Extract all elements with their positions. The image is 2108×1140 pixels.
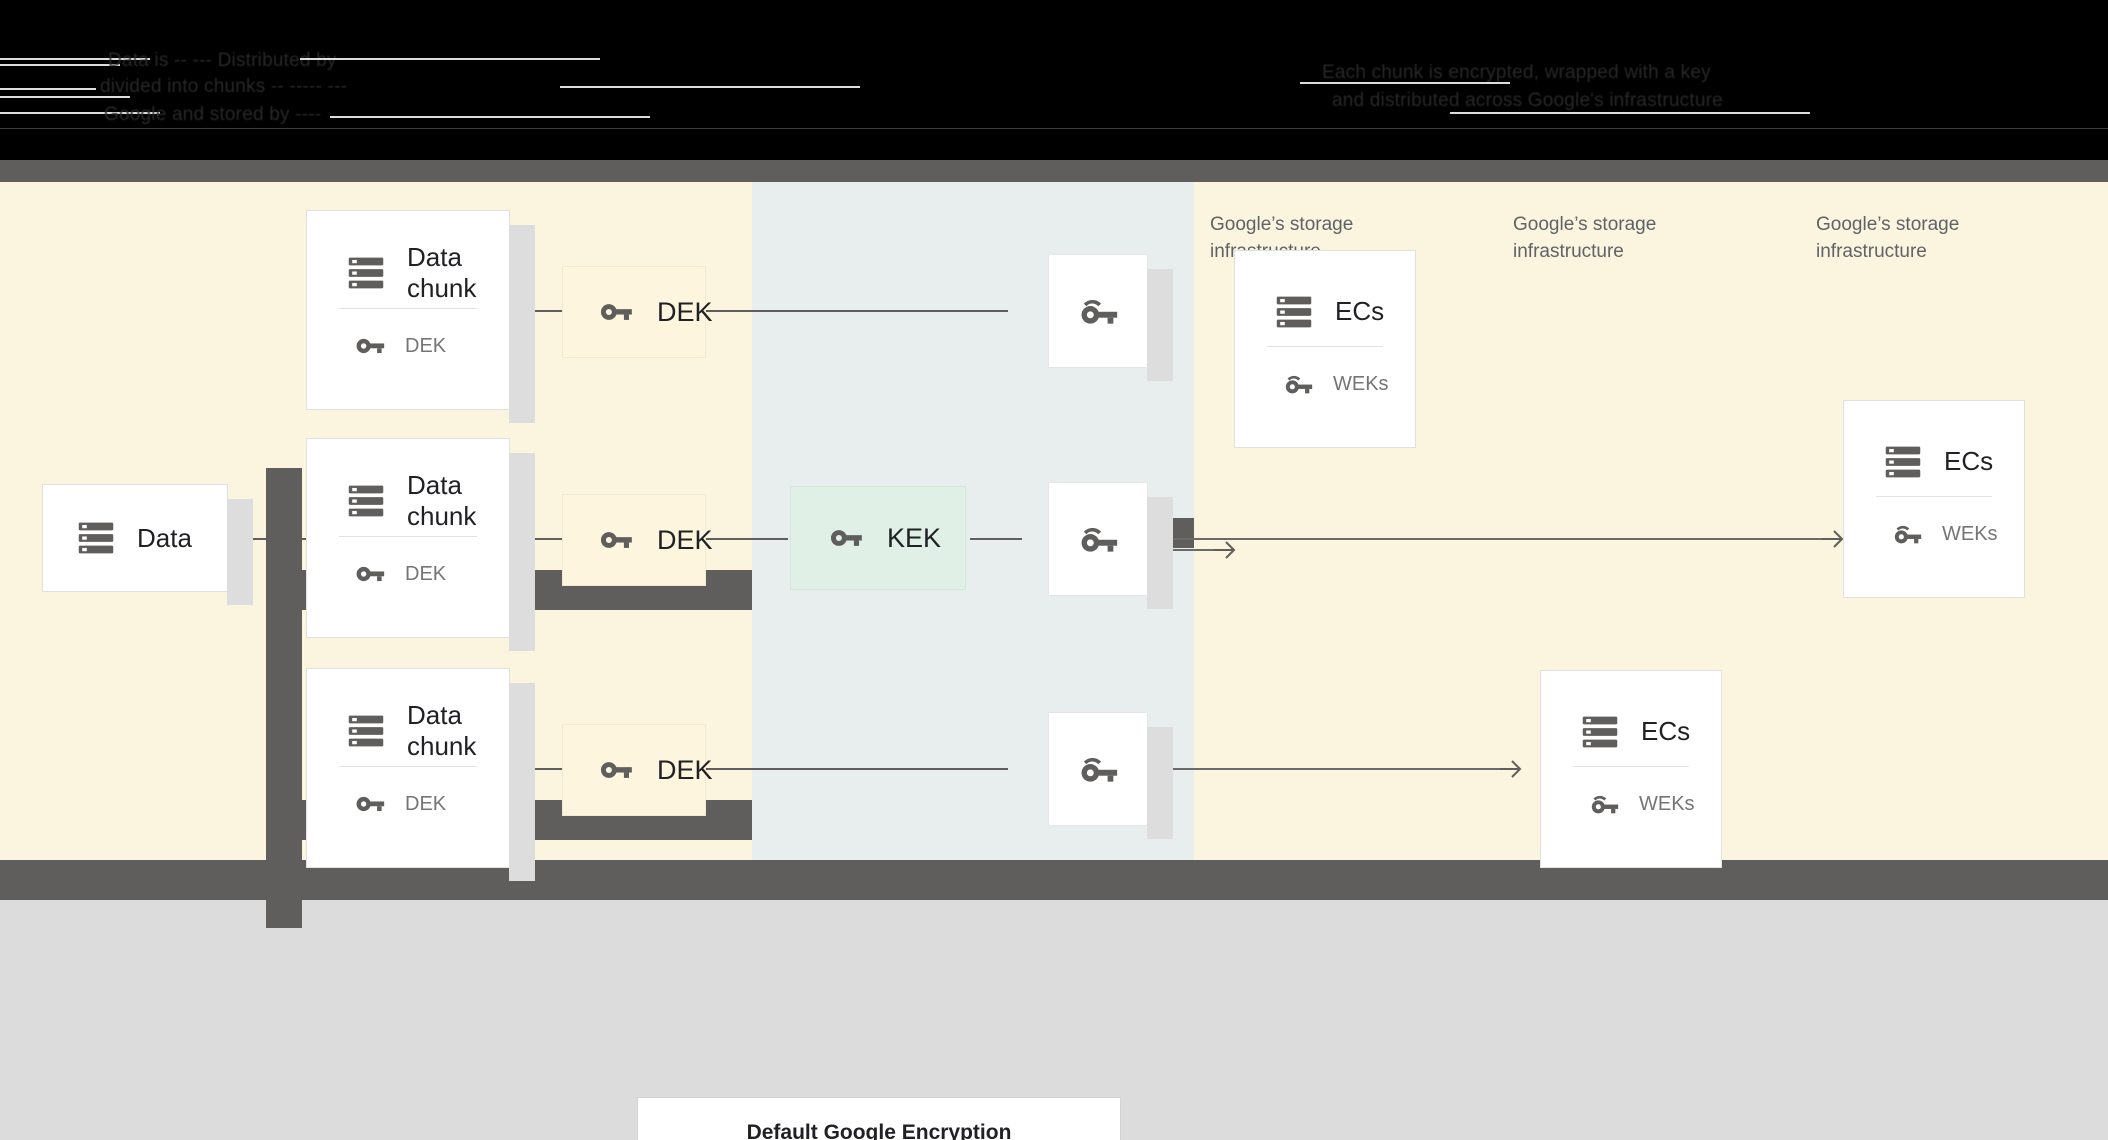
node-ecs-3[interactable]: ECs WEKs <box>1540 670 1722 868</box>
wrapped-key-icon <box>1081 757 1118 782</box>
node-ecs-2[interactable]: ECs WEKs <box>1843 400 2025 598</box>
node-data-label: Data <box>137 522 192 553</box>
node-data[interactable]: Data <box>42 484 253 605</box>
wrapped-key-icon <box>1081 527 1118 552</box>
wrapped-key-icon <box>1081 299 1118 324</box>
arrow-line-ec2 <box>1160 538 1840 540</box>
wrapped-key-icon <box>1285 375 1313 394</box>
node-chunk-label: Data chunk <box>407 241 477 303</box>
node-chunk-label: Data chunk <box>407 469 477 531</box>
node-kek-label: KEK <box>887 522 942 553</box>
node-data-chunk-3[interactable]: Data chunk DEK <box>306 668 535 881</box>
node-ecs-1[interactable]: ECs WEKs <box>1234 250 1416 448</box>
caption-box: Default Google Encryption Key encryption… <box>638 1098 1120 1140</box>
node-wrapped-key-3[interactable] <box>1048 712 1173 839</box>
node-dek-label: DEK <box>657 524 713 555</box>
server-icon <box>1582 716 1618 747</box>
server-icon <box>1276 296 1312 327</box>
node-dek-label: DEK <box>657 296 713 327</box>
card-shadow <box>227 499 253 605</box>
server-icon <box>348 715 384 746</box>
caption-title: Default Google Encryption <box>746 1120 1012 1140</box>
card-shadow <box>1147 727 1173 839</box>
card-divider <box>339 536 477 537</box>
key-icon <box>356 566 385 582</box>
server-icon <box>78 522 114 554</box>
node-dek-2[interactable]: DEK <box>562 494 713 586</box>
card-shadow <box>509 453 535 651</box>
diagram-canvas: Data Data chunk <box>0 160 2108 1140</box>
card-shadow <box>509 225 535 423</box>
node-ecs-label: ECs <box>1335 296 1385 327</box>
connector-dek2-kek <box>706 538 788 540</box>
infra-label-3: Google’s storage infrastructure <box>1816 214 1960 262</box>
server-icon <box>1885 446 1921 477</box>
dark-bar-vertical <box>266 468 302 928</box>
node-dek-1[interactable]: DEK <box>562 266 713 358</box>
node-dek-3[interactable]: DEK <box>562 724 713 816</box>
key-icon <box>830 530 862 546</box>
connector-chunk2-dek <box>510 538 582 540</box>
node-chunk-key-label: DEK <box>405 792 447 815</box>
header-right-line-2: and distributed across Google's infrastr… <box>1332 90 1723 111</box>
card-shadow <box>509 683 535 881</box>
connector-dek1-wk <box>706 310 1008 312</box>
obscured-header-strip: Data is -- --- Distributed by divided in… <box>0 0 2108 160</box>
node-ecs-key-label: WEKs <box>1639 792 1695 815</box>
key-icon <box>600 762 632 778</box>
card-divider <box>339 308 477 309</box>
key-icon <box>356 338 385 354</box>
node-ecs-key-label: WEKs <box>1333 372 1389 395</box>
wrapped-key-icon <box>1591 795 1619 814</box>
node-chunk-label: Data chunk <box>407 699 477 761</box>
node-data-chunk-1[interactable]: Data chunk DEK <box>306 210 535 423</box>
node-kek[interactable]: KEK <box>790 486 966 590</box>
arrow-head-ec3 <box>1500 760 1522 778</box>
node-chunk-key-label: DEK <box>405 562 447 585</box>
node-ecs-label: ECs <box>1944 446 1994 477</box>
node-data-chunk-2[interactable]: Data chunk DEK <box>306 438 535 651</box>
header-line-2: divided into chunks -- ----- --- <box>100 76 348 97</box>
connector-kek-wk2 <box>970 538 1022 540</box>
node-ecs-key-label: WEKs <box>1942 522 1998 545</box>
card-divider <box>1267 346 1383 347</box>
connector-data-to-chunk <box>228 538 338 540</box>
node-wrapped-key-2[interactable] <box>1048 482 1173 609</box>
card-divider <box>1876 496 1992 497</box>
arrow-head-ec2 <box>1822 530 1844 548</box>
node-dek-label: DEK <box>657 754 713 785</box>
server-icon <box>348 257 384 288</box>
card-divider <box>1573 766 1689 767</box>
card-shadow <box>1147 497 1173 609</box>
key-icon <box>356 796 385 812</box>
header-line-3: Google and stored by ---- <box>104 104 322 125</box>
dark-bar-top <box>0 160 2108 182</box>
connector-dek3-wk <box>706 768 1008 770</box>
wrapped-key-icon <box>1894 525 1922 544</box>
card-divider <box>339 766 477 767</box>
server-icon <box>348 485 384 516</box>
node-wrapped-key-1[interactable] <box>1048 254 1173 381</box>
key-icon <box>600 532 632 548</box>
infra-label-2: Google’s storage infrastructure <box>1513 214 1657 262</box>
key-icon <box>600 304 632 320</box>
header-right-line-1: Each chunk is encrypted, wrapped with a … <box>1322 62 1711 83</box>
card-shadow <box>1147 269 1173 381</box>
header-line-1: Data is -- --- Distributed by <box>108 50 337 71</box>
arrow-line-ec3 <box>1160 768 1518 770</box>
node-chunk-key-label: DEK <box>405 334 447 357</box>
arrow-head-ec1 <box>1214 541 1236 559</box>
connector-chunk1-dek <box>510 310 582 312</box>
connector-chunk3-dek <box>510 768 582 770</box>
node-ecs-label: ECs <box>1641 716 1691 747</box>
